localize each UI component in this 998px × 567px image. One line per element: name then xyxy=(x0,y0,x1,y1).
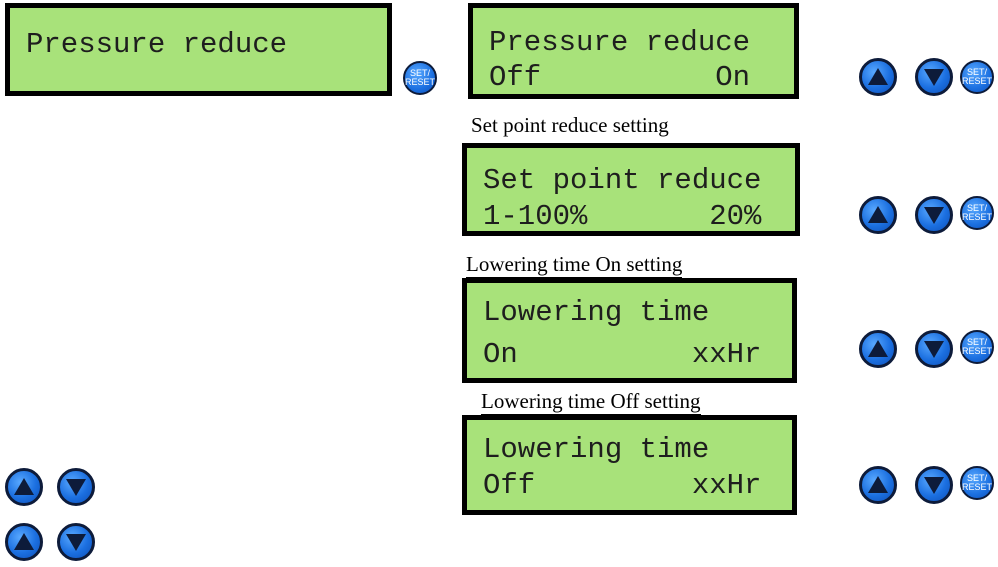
down-arrow-icon xyxy=(924,207,944,224)
up-arrow-icon xyxy=(14,533,34,550)
lcd-line-1: Set point reduce xyxy=(483,164,762,197)
lcd-line-1: Pressure reduce xyxy=(26,28,288,61)
up-button[interactable] xyxy=(859,196,897,234)
lcd-screen-pressure-reduce-menu: Pressure reduce xyxy=(5,3,392,96)
down-button[interactable] xyxy=(915,58,953,96)
set-reset-button[interactable]: SET/RESET xyxy=(960,196,994,230)
up-arrow-icon xyxy=(868,340,888,357)
lcd-screen-pressure-reduce-toggle: Pressure reduce Off On xyxy=(468,3,799,99)
lcd-line-1: Lowering time xyxy=(483,296,710,329)
caption-lowering-time-off: Lowering time Off setting xyxy=(481,389,701,415)
lcd-screen-set-point-reduce: Set point reduce 1-100% 20% xyxy=(462,143,800,236)
up-arrow-icon xyxy=(868,476,888,493)
set-reset-button[interactable]: SET/RESET xyxy=(960,466,994,500)
set-reset-button[interactable]: SET/RESET xyxy=(403,61,437,95)
down-arrow-icon xyxy=(924,477,944,494)
down-button[interactable] xyxy=(915,196,953,234)
lcd-line-1: Pressure reduce xyxy=(489,26,751,59)
set-reset-button[interactable]: SET/RESET xyxy=(960,330,994,364)
down-button[interactable] xyxy=(57,468,95,506)
up-button[interactable] xyxy=(859,466,897,504)
up-button[interactable] xyxy=(5,523,43,561)
up-button[interactable] xyxy=(5,468,43,506)
up-arrow-icon xyxy=(14,478,34,495)
down-arrow-icon xyxy=(924,69,944,86)
caption-set-point-reduce: Set point reduce setting xyxy=(471,113,669,137)
lcd-line-2: 1-100% 20% xyxy=(483,200,762,233)
up-button[interactable] xyxy=(859,330,897,368)
lcd-screen-lowering-time-on: Lowering time On xxHr xyxy=(462,278,797,383)
down-button[interactable] xyxy=(57,523,95,561)
lcd-line-2: Off On xyxy=(489,61,751,94)
lcd-line-2: Off xxHr xyxy=(483,469,762,502)
lcd-screen-lowering-time-off: Lowering time Off xxHr xyxy=(462,415,797,515)
lcd-line-1: Lowering time xyxy=(483,433,710,466)
down-arrow-icon xyxy=(66,534,86,551)
set-reset-button[interactable]: SET/RESET xyxy=(960,60,994,94)
down-arrow-icon xyxy=(66,479,86,496)
down-button[interactable] xyxy=(915,330,953,368)
up-arrow-icon xyxy=(868,68,888,85)
caption-lowering-time-on: Lowering time On setting xyxy=(466,252,683,278)
up-arrow-icon xyxy=(868,206,888,223)
down-arrow-icon xyxy=(924,341,944,358)
lcd-line-2: On xxHr xyxy=(483,338,762,371)
up-button[interactable] xyxy=(859,58,897,96)
down-button[interactable] xyxy=(915,466,953,504)
